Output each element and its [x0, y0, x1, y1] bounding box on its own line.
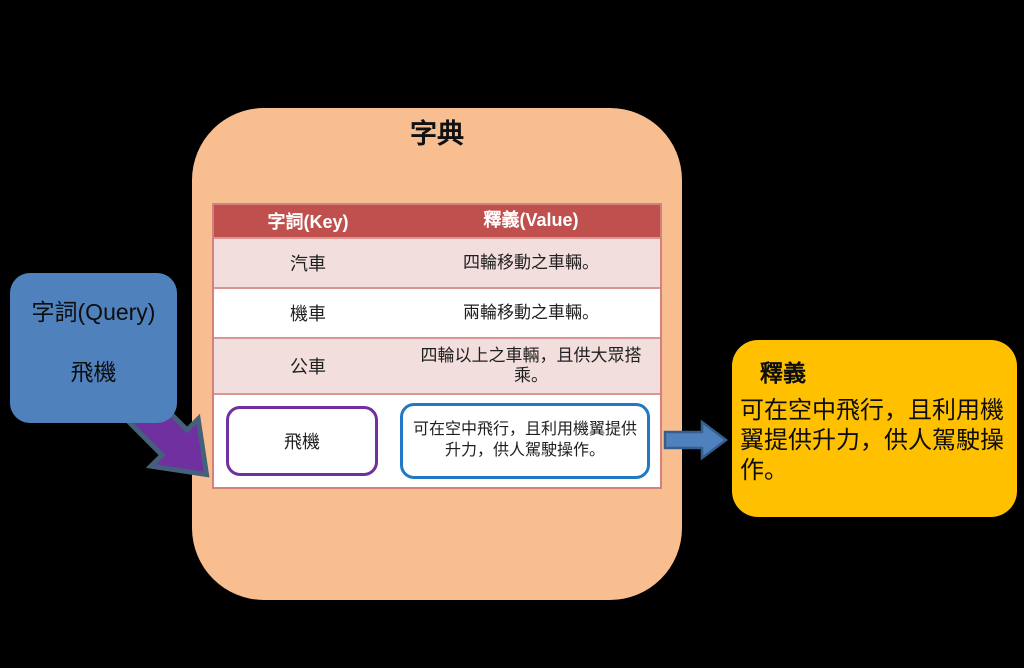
query-box: 字詞(Query) 飛機 — [10, 273, 177, 423]
key-cell: 飛機 — [214, 406, 390, 476]
key-cell: 公車 — [290, 357, 326, 377]
dictionary-title: 字典 — [410, 119, 464, 149]
result-box-title: 釋義 — [760, 360, 806, 386]
result-arrow-icon — [663, 419, 729, 461]
table-row: 汽車 四輪移動之車輛。 — [214, 239, 660, 289]
value-cell: 四輪以上之車輛，且供大眾搭乘。 — [420, 345, 642, 385]
table-row: 機車 兩輪移動之車輛。 — [214, 289, 660, 339]
query-term: 飛機 — [70, 359, 117, 385]
value-cell: 四輪移動之車輛。 — [463, 252, 599, 272]
value-cell: 兩輪移動之車輛。 — [463, 302, 599, 322]
key-cell: 機車 — [290, 304, 326, 324]
result-box: 釋義 可在空中飛行，且利用機翼提供升力，供人駕駛操作。 — [732, 340, 1017, 517]
dictionary-table: 字詞(Key) 釋義(Value) 汽車 四輪移動之車輛。 機車 兩輪移動之車輛… — [212, 203, 662, 489]
value-highlight-box: 可在空中飛行，且利用機翼提供升力，供人駕駛操作。 — [400, 403, 650, 479]
table-row: 公車 四輪以上之車輛，且供大眾搭乘。 — [214, 339, 660, 395]
query-box-title: 字詞(Query) — [31, 299, 156, 325]
header-key-cell: 字詞(Key) — [267, 212, 349, 232]
key-cell: 汽車 — [290, 254, 326, 274]
result-text: 可在空中飛行，且利用機翼提供升力，供人駕駛操作。 — [740, 397, 1004, 484]
key-highlight-box: 飛機 — [226, 406, 378, 476]
header-value-cell: 釋義(Value) — [483, 210, 579, 231]
value-cell: 可在空中飛行，且利用機翼提供升力，供人駕駛操作。 — [390, 403, 660, 479]
table-header-row: 字詞(Key) 釋義(Value) — [214, 205, 660, 239]
table-row-highlighted: 飛機 可在空中飛行，且利用機翼提供升力，供人駕駛操作。 — [214, 395, 660, 487]
